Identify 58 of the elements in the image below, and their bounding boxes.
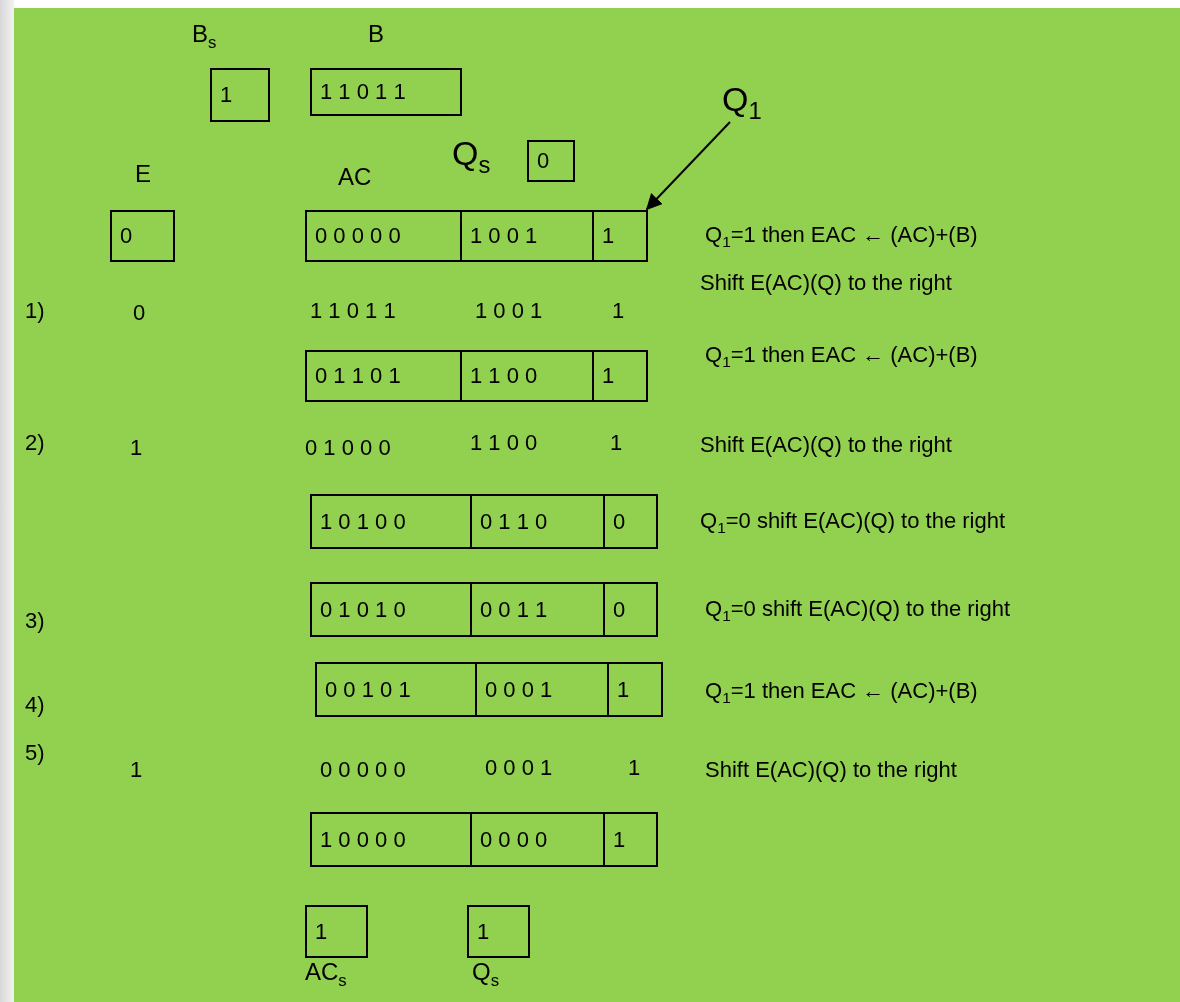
- bit-value: 0 0 0 1: [485, 757, 553, 779]
- operation-note: Q$_{1}$=1 then EAC ← (AC)+(B): [705, 680, 978, 706]
- register-cell: 0: [603, 582, 658, 637]
- bit-value: 1 1 0 0: [470, 432, 538, 454]
- step-number: 5): [25, 742, 45, 764]
- register-name: B$_{s}$: [192, 22, 217, 52]
- operation-note: Shift E(AC)(Q) to the right: [700, 434, 952, 456]
- operation-note: Shift E(AC)(Q) to the right: [705, 759, 957, 781]
- bit-value: 0: [133, 302, 146, 324]
- arrow: [645, 121, 731, 211]
- bit-value: 0 1 0 0 0: [305, 437, 391, 459]
- step-number: 4): [25, 694, 45, 716]
- register-cell: 0 1 1 0 1: [305, 350, 462, 402]
- register-cell: 1 0 0 1: [460, 210, 594, 262]
- operation-note: Q$_{1}$=1 then EAC ← (AC)+(B): [705, 344, 978, 370]
- register-cell: 0 0 1 0 1: [315, 662, 477, 717]
- register-cell: 0 0 0 0 0: [305, 210, 462, 262]
- bit-value: 1 1 0 1 1: [310, 300, 396, 322]
- register-cell: 0 0 0 0: [470, 812, 605, 867]
- bit-value: 0 0 0 0 0: [320, 759, 406, 781]
- register-name: Q$_{s}$: [472, 960, 500, 990]
- step-number: 2): [25, 432, 45, 454]
- register-cell: 1 1 0 1 1: [310, 68, 462, 116]
- register-cell: 1: [592, 210, 648, 262]
- register-bit-label: Q$_{1}$: [722, 80, 762, 118]
- step-number: 1): [25, 300, 45, 322]
- operation-note: Q$_{1}$=0 shift E(AC)(Q) to the right: [705, 598, 1011, 624]
- register-cell: 0 0 0 1: [475, 662, 609, 717]
- operation-note: Q$_{1}$=0 shift E(AC)(Q) to the right: [700, 510, 1006, 536]
- register-cell: 1 0 1 0 0: [310, 494, 472, 549]
- register-cell: 1 0 0 0 0: [310, 812, 472, 867]
- register-name: AC: [338, 165, 372, 189]
- register-cell: 1: [607, 662, 663, 717]
- register-cell: 0 1 0 1 0: [310, 582, 472, 637]
- register-cell: 1 1 0 0: [460, 350, 594, 402]
- register-cell: 0: [527, 140, 575, 182]
- register-cell: 1: [467, 905, 530, 958]
- register-cell: 1: [305, 905, 368, 958]
- operation-note: Shift E(AC)(Q) to the right: [700, 272, 952, 294]
- bit-value: 1: [628, 757, 641, 779]
- step-number: 3): [25, 610, 45, 632]
- register-cell: 0 0 1 1: [470, 582, 605, 637]
- register-cell: 0: [110, 210, 175, 262]
- bit-value: 1: [130, 437, 143, 459]
- register-name: AC$_{s}$: [305, 960, 347, 990]
- operation-note: Q$_{1}$=1 then EAC ← (AC)+(B): [705, 224, 978, 250]
- register-name: E: [135, 162, 151, 186]
- register-cell: 1: [210, 68, 270, 122]
- register-cell: 1: [592, 350, 648, 402]
- bit-value: 1 0 0 1: [475, 300, 543, 322]
- register-name: B: [368, 22, 384, 46]
- bit-value: 1: [610, 432, 623, 454]
- register-name: Q$_{s}$: [452, 136, 491, 177]
- register-cell: 0: [603, 494, 658, 549]
- register-cell: 1: [603, 812, 658, 867]
- bit-value: 1: [612, 300, 625, 322]
- register-cell: 0 1 1 0: [470, 494, 605, 549]
- bit-value: 1: [130, 759, 143, 781]
